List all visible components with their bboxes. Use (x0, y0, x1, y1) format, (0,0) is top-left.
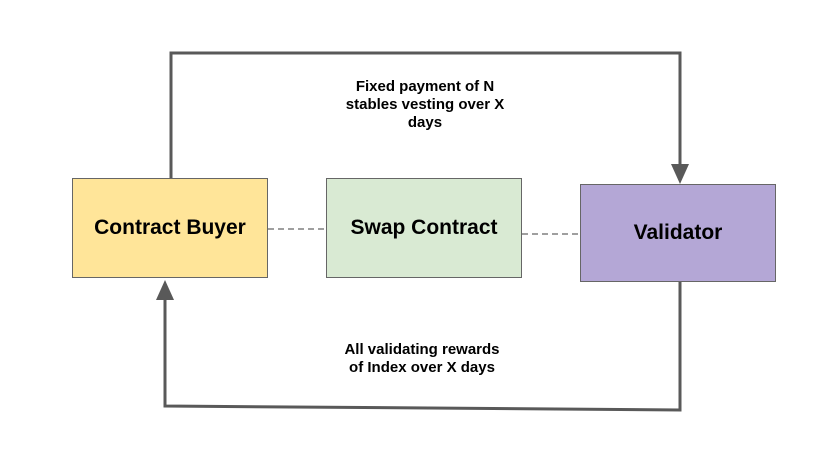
rewards-arrow-line (163, 282, 682, 412)
node-swap-contract: Swap Contract (326, 178, 522, 278)
node-contract-buyer-label: Contract Buyer (94, 216, 246, 239)
rewards-arrowhead-icon (156, 280, 174, 300)
node-contract-buyer: Contract Buyer (72, 178, 268, 278)
node-swap-contract-label: Swap Contract (350, 216, 498, 239)
payment-arrow-line (169, 51, 682, 178)
payment-arrowhead-icon (671, 164, 689, 184)
node-validator-label: Validator (633, 221, 723, 244)
rewards-edge-label: All validating rewards of Index over X d… (344, 341, 500, 376)
payment-edge-label: Fixed payment of N stables vesting over … (345, 78, 505, 131)
node-validator: Validator (580, 184, 776, 282)
